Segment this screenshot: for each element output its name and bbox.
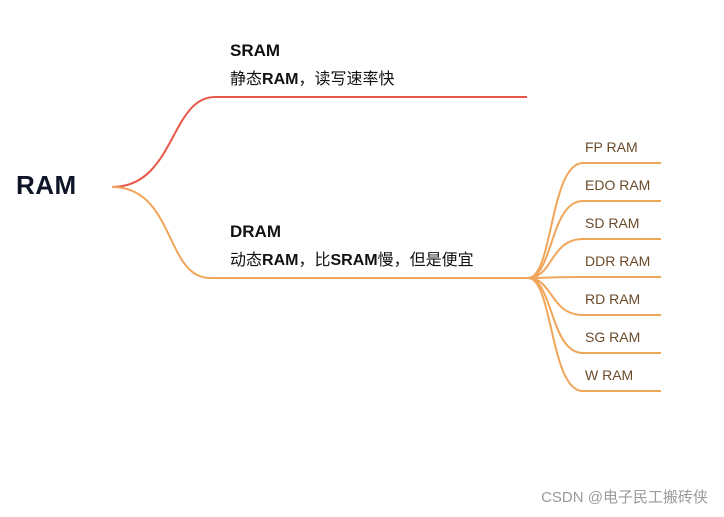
leaf-w-ram: W RAM bbox=[585, 367, 634, 383]
sram-title: SRAM bbox=[230, 41, 281, 60]
leaf-connector-rd-ram bbox=[527, 277, 661, 316]
dram-title: DRAM bbox=[230, 222, 281, 241]
dram-desc-bold: RAM bbox=[262, 252, 299, 269]
leaf-connector-sd-ram bbox=[527, 238, 661, 279]
dram-desc-suffix: 慢，但是便宜 bbox=[377, 252, 474, 269]
sram-desc-suffix: ，读写速率快 bbox=[298, 71, 395, 88]
leaf-connector-ddr-ram bbox=[527, 276, 661, 279]
leaf-sd-ram: SD RAM bbox=[585, 215, 640, 231]
dram-connector bbox=[111, 186, 528, 279]
leaf-edo-ram: EDO RAM bbox=[585, 177, 651, 193]
leaf-connector-edo-ram bbox=[527, 200, 661, 279]
dram-desc-middle: ，比 bbox=[298, 252, 331, 269]
dram-desc-prefix: 动态 bbox=[230, 252, 263, 269]
leaf-rd-ram: RD RAM bbox=[585, 291, 641, 307]
sram-desc-bold: RAM bbox=[262, 71, 299, 88]
leaf-sg-ram: SG RAM bbox=[585, 329, 641, 345]
sram-description: 静态RAM，读写速率快 bbox=[230, 65, 394, 89]
sram-connector bbox=[111, 96, 527, 188]
leaf-connector-fp-ram bbox=[527, 162, 661, 279]
leaf-fp-ram: FP RAM bbox=[585, 139, 638, 155]
leaf-ddr-ram: DDR RAM bbox=[585, 253, 651, 269]
dram-desc-bold-sram: SRAM bbox=[330, 252, 378, 269]
dram-leaf-connectors bbox=[527, 162, 661, 392]
root-node-label: RAM bbox=[16, 170, 77, 200]
sram-desc-prefix: 静态 bbox=[230, 71, 263, 88]
watermark: CSDN @电子民工搬砖侠 bbox=[541, 489, 708, 506]
dram-description: 动态RAM，比SRAM慢，但是便宜 bbox=[230, 246, 474, 270]
leaf-connector-w-ram bbox=[527, 277, 661, 392]
